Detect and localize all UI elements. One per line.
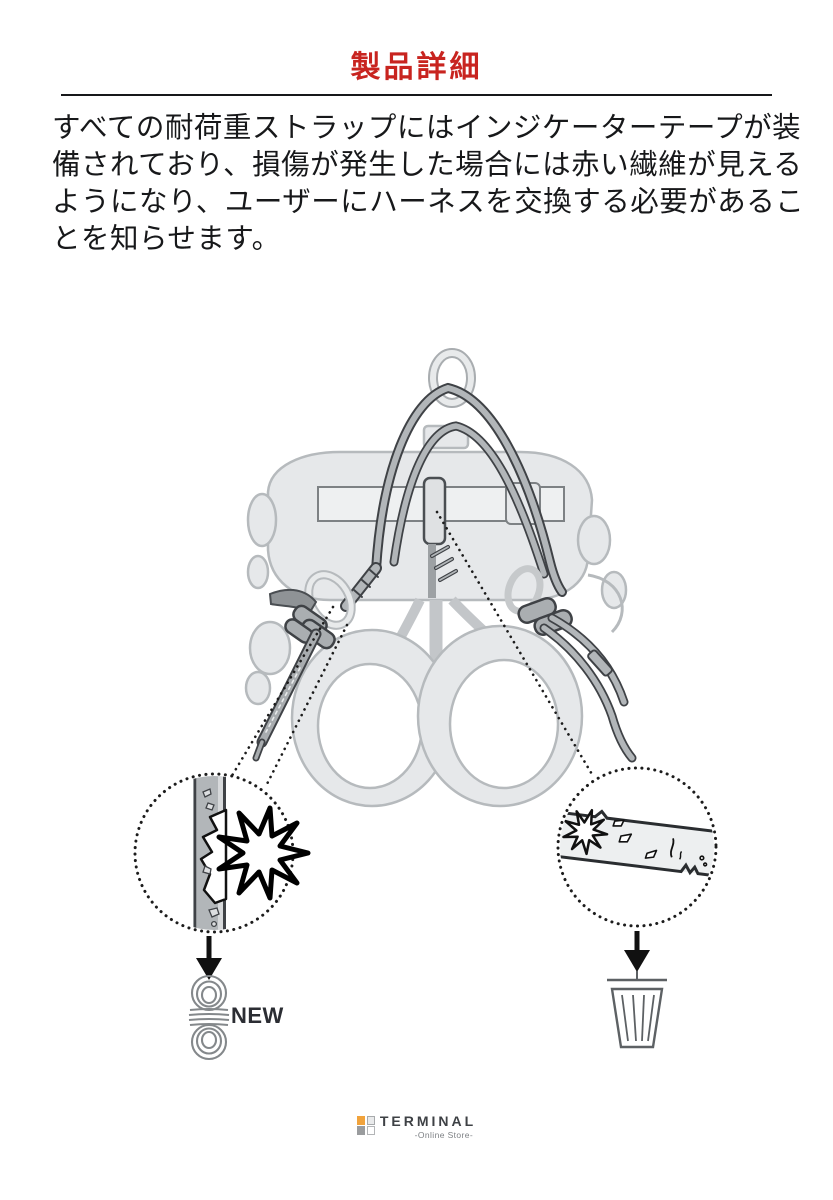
magnifier-circle-torn-strap xyxy=(133,772,311,934)
magnifier-circle-damaged-tape xyxy=(556,766,718,928)
new-label: NEW xyxy=(231,1003,284,1028)
rope-bridge xyxy=(252,348,637,763)
description-line: 備されており、損傷が発生した場合には赤い繊維が見える xyxy=(52,149,803,181)
page-title: 製品詳細 xyxy=(350,51,483,84)
trash-can-icon xyxy=(607,971,667,1049)
brand-logo: TERMINAL -Online Store- xyxy=(0,1113,833,1141)
new-rope-coil-icon xyxy=(188,974,230,1061)
brand-logo-squares-icon xyxy=(356,1116,376,1135)
callout-leader-lines xyxy=(228,510,595,788)
description-line: すべての耐荷重ストラップにはインジケーターテープが装 xyxy=(52,112,802,144)
section-header: 製品詳細 xyxy=(0,50,833,86)
brand-name: TERMINAL xyxy=(379,1113,477,1129)
harness-illustration: NEW xyxy=(133,348,718,1061)
header-divider xyxy=(61,94,772,96)
brand-subtitle: -Online Store- xyxy=(414,1130,474,1141)
description-line: ようになり、ユーザーにハーネスを交換する必要があるこ xyxy=(52,186,805,218)
down-arrow-icon-right xyxy=(624,931,650,972)
burst-damage-icon xyxy=(216,805,311,901)
description-line: とを知らせます。 xyxy=(52,223,281,255)
down-arrow-icon-left xyxy=(196,936,222,980)
description-paragraph: すべての耐荷重ストラップにはインジケーターテープが装 備されており、損傷が発生し… xyxy=(52,110,805,258)
